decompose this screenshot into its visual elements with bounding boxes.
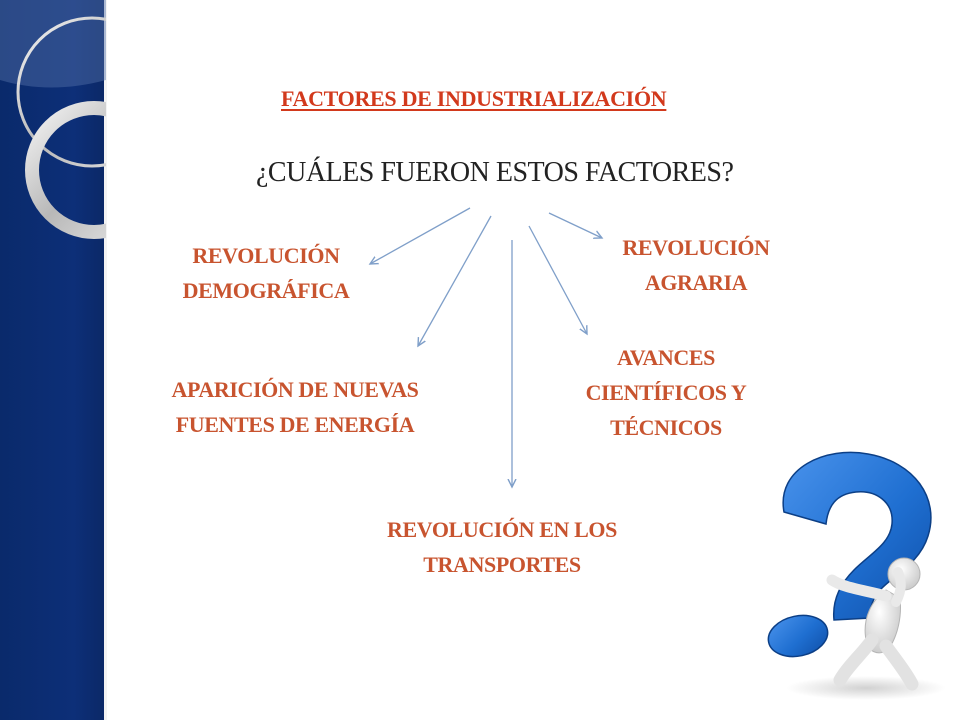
ground-shadow	[786, 676, 946, 700]
sidebar-edge	[104, 0, 107, 720]
factor-nuevas-fuentes-energia: APARICIÓN DE NUEVAS FUENTES DE ENERGÍA	[171, 377, 419, 437]
person-figure	[826, 557, 921, 691]
arrow-to-demografica	[370, 207, 471, 264]
question-mark-shape	[767, 451, 932, 658]
ring-ornament	[0, 0, 106, 239]
factor-revolucion-agraria: REVOLUCIÓN AGRARIA	[622, 235, 770, 295]
arrow-to-agraria	[548, 212, 602, 238]
slide-title: FACTORES DE INDUSTRIALIZACIÓN	[281, 86, 667, 111]
factor-revolucion-transportes: REVOLUCIÓN EN LOS TRANSPORTES	[387, 517, 617, 577]
factor-revolucion-demografica: REVOLUCIÓN DEMOGRÁFICA	[182, 243, 350, 303]
ornament-thin-ring	[16, 16, 106, 168]
factor-avances-cientificos: AVANCES CIENTÍFICOS Y TÉCNICOS	[585, 345, 747, 440]
arrow-to-energia	[418, 215, 492, 346]
question-heading: ¿CUÁLES FUERON ESTOS FACTORES?	[256, 157, 734, 188]
ornament-thick-ring	[25, 101, 106, 239]
ornament-shade	[0, 0, 106, 88]
person-carrying-question-mark-icon	[767, 451, 946, 700]
arrow-to-avances	[528, 225, 587, 334]
